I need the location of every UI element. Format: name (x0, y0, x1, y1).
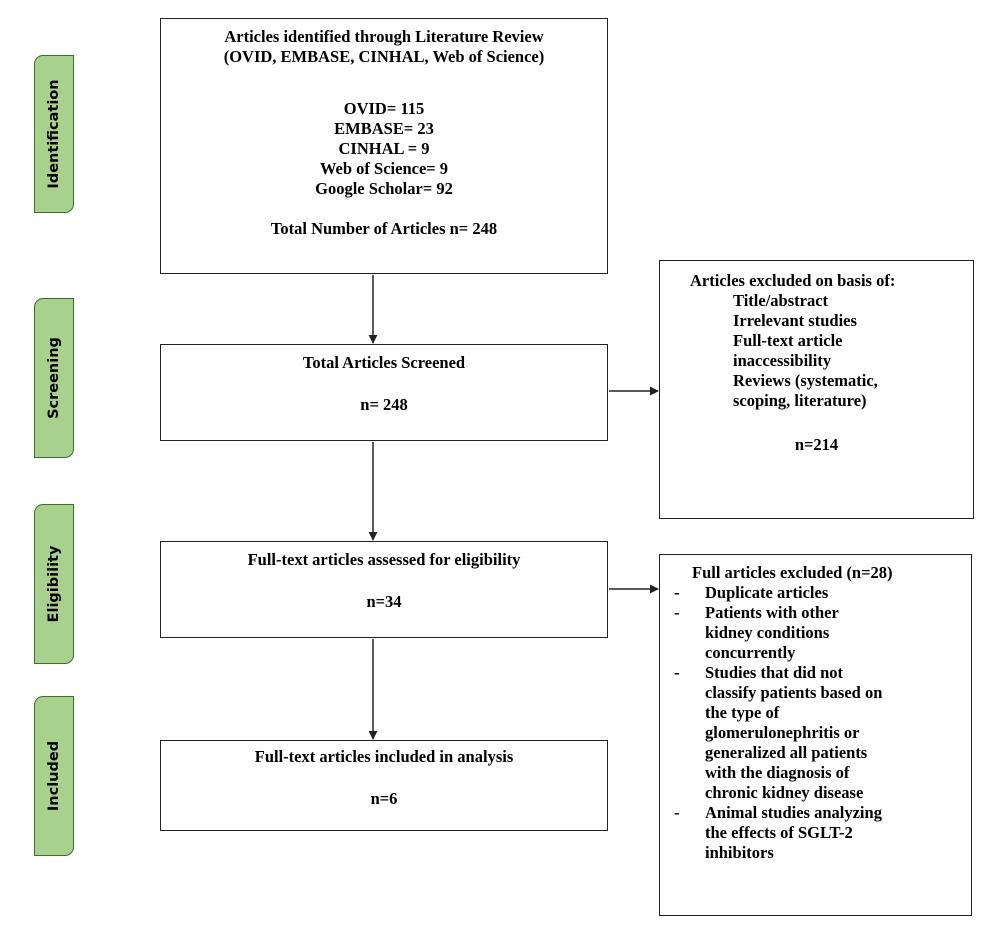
list-dash: - (674, 663, 680, 682)
excluded-fulltext-text: Studies that did not (705, 663, 844, 682)
eligibility-box: Full-text articles assessed for eligibil… (160, 541, 608, 638)
excluded-fulltext-text: Patients with other (705, 603, 839, 622)
excluded-fulltext-item: - Animal studies analyzing the effects o… (660, 803, 971, 863)
excluded-fulltext-text: the effects of SGLT-2 (705, 823, 853, 842)
eligibility-title: Full-text articles assessed for eligibil… (247, 550, 521, 569)
excluded-screening-reason: Title/abstract (733, 291, 829, 310)
stage-included-label: Included (46, 740, 62, 812)
excluded-fulltext-item: - Duplicate articles (660, 583, 971, 603)
excluded-fulltext-text: classify patients based on (705, 683, 883, 702)
excluded-fulltext-text: with the diagnosis of (705, 763, 850, 782)
identified-source: Web of Science= 9 (319, 159, 449, 178)
list-dash: - (674, 583, 680, 602)
excluded-fulltext-item: - Studies that did not classify patients… (660, 663, 971, 803)
included-count: n=6 (370, 789, 398, 808)
excluded-screening-reason: scoping, literature) (733, 391, 867, 410)
excluded-screening-count: n=214 (794, 435, 839, 454)
screened-box: Total Articles Screened n= 248 (160, 344, 608, 441)
excluded-fulltext-text: concurrently (705, 643, 796, 662)
identified-source: Google Scholar= 92 (315, 179, 453, 198)
excluded-fulltext-box: Full articles excluded (n=28) - Duplicat… (659, 554, 972, 916)
list-dash: - (674, 803, 680, 822)
stage-eligibility: Eligibility (34, 504, 74, 664)
identified-total: Total Number of Articles n= 248 (270, 219, 498, 238)
excluded-screening-box: Articles excluded on basis of: Title/abs… (659, 260, 974, 519)
excluded-fulltext-text: kidney conditions (705, 623, 830, 642)
screened-title: Total Articles Screened (302, 353, 466, 372)
eligibility-count: n=34 (366, 592, 402, 611)
identified-source: CINHAL = 9 (338, 139, 430, 158)
stage-screening-label: Screening (46, 337, 62, 419)
excluded-fulltext-text: Animal studies analyzing (705, 803, 882, 822)
excluded-screening-reason: Irrelevant studies (733, 311, 857, 330)
stage-eligibility-label: Eligibility (46, 545, 62, 623)
excluded-screening-reason: Full-text article (733, 331, 843, 350)
excluded-fulltext-text: generalized all patients (705, 743, 868, 762)
excluded-fulltext-text: the type of (705, 703, 780, 722)
excluded-fulltext-text: glomerulonephritis or (705, 723, 860, 742)
list-dash: - (674, 603, 680, 622)
stage-identification-label: Identification (46, 79, 62, 189)
stage-identification: Identification (34, 55, 74, 213)
excluded-screening-title: Articles excluded on basis of: (690, 271, 896, 290)
identified-source: EMBASE= 23 (334, 119, 434, 138)
excluded-screening-reason: inaccessibility (733, 351, 832, 370)
included-title: Full-text articles included in analysis (254, 747, 514, 766)
identified-title-line1: Articles identified through Literature R… (224, 27, 544, 46)
excluded-fulltext-item: - Patients with other kidney conditions … (660, 603, 971, 663)
identified-source: OVID= 115 (343, 99, 425, 118)
excluded-fulltext-text: inhibitors (705, 843, 774, 862)
screened-count: n= 248 (360, 395, 408, 414)
identified-box: Articles identified through Literature R… (160, 18, 608, 274)
excluded-fulltext-title: Full articles excluded (n=28) (692, 563, 893, 582)
excluded-fulltext-text: chronic kidney disease (705, 783, 864, 802)
stage-included: Included (34, 696, 74, 856)
stage-screening: Screening (34, 298, 74, 458)
excluded-fulltext-text: Duplicate articles (705, 583, 829, 602)
identified-title-line2: (OVID, EMBASE, CINHAL, Web of Science) (223, 47, 545, 66)
included-box: Full-text articles included in analysis … (160, 740, 608, 831)
excluded-screening-reason: Reviews (systematic, (733, 371, 878, 390)
